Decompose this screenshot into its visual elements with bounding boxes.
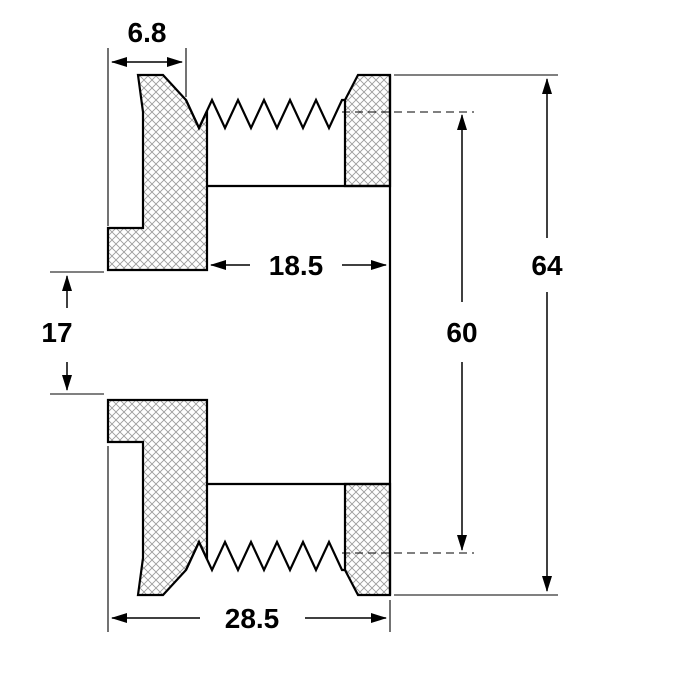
dimension-label-flange-offset: 6.8 — [128, 17, 167, 48]
hatch-region-upper-left — [106, 73, 209, 272]
dimension-label-outer-diameter: 64 — [531, 250, 563, 281]
dimension-recess-width: 18.5 — [210, 250, 387, 281]
hatch-region-upper-right — [343, 73, 392, 188]
dimension-label-recess-width: 18.5 — [269, 250, 324, 281]
dimension-outer-diameter: 64 — [394, 74, 563, 596]
dimension-groove-diameter: 60 — [342, 111, 478, 554]
dimension-label-overall-width: 28.5 — [225, 603, 280, 634]
dimension-overall-width: 28.5 — [107, 446, 391, 634]
serration-profile-top — [185, 97, 345, 131]
part-geometry — [106, 73, 392, 597]
dimension-label-bore-height: 17 — [41, 317, 72, 348]
serration-profile-bottom — [185, 539, 345, 573]
dimension-bore-height: 17 — [41, 271, 104, 395]
dimension-flange-offset: 6.8 — [107, 17, 187, 226]
dimension-label-groove-diameter: 60 — [446, 317, 477, 348]
hatch-region-lower-right — [343, 482, 392, 597]
hatch-region-lower-left — [106, 398, 209, 597]
